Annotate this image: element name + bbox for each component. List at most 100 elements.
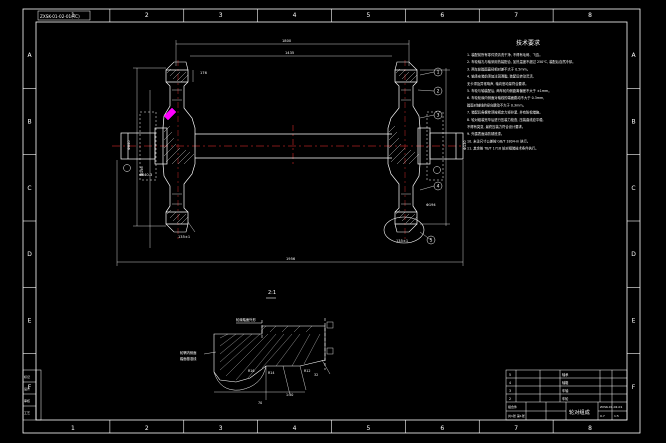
zone-column-label-top: 5	[367, 12, 371, 19]
dim-gauge-text: 1435	[285, 51, 294, 55]
parts-row-name: 轴承	[562, 372, 569, 377]
balloon-circle	[433, 86, 443, 96]
dimensions	[116, 40, 464, 266]
drawing-number: ZXSK-01-02-01	[600, 405, 622, 409]
drawing-mass: 0.7	[600, 414, 605, 418]
parts-row-name: 轴箱	[562, 380, 569, 385]
dim-tread-text: Φ840-3	[139, 173, 152, 177]
note-line: 7. 装配后各螺栓须按规定力矩拧紧, 并有防松措施。	[467, 110, 543, 115]
zone-row-label-left: A	[27, 52, 32, 59]
zone-column-label-top: 8	[588, 12, 592, 19]
stamp-code: ZXSK-01-02-01(TC)	[40, 14, 80, 19]
left-dust-guard-seat	[154, 127, 168, 165]
balloon-number: 5	[430, 238, 433, 244]
balloon-circle	[433, 67, 443, 77]
title-block-frame	[505, 369, 628, 421]
dim-overall-text: 1800	[282, 39, 292, 43]
revision-row-3: 审核	[24, 398, 30, 403]
detail-label-c: 踏面基准线	[180, 356, 197, 361]
stamp-box	[37, 10, 91, 21]
zone-row-label-right: B	[631, 119, 635, 126]
main-view	[112, 60, 464, 244]
title-block: 轮对组成 ZXSK-01-02-01 1:5 0.7 组合件 共1张 第1张	[508, 404, 622, 418]
drawing-sheet: 共1张 第1张	[508, 413, 525, 418]
parts-row-name: 车轮	[562, 396, 569, 401]
zone-column-label-bottom: 7	[514, 425, 518, 432]
zone-row-label-right: C	[631, 185, 635, 192]
zone-row-label-right: F	[632, 384, 636, 391]
zone-row-label-right: E	[632, 318, 636, 325]
note-line: 1. 装配前所有零件须清洗干净, 不得有毛刺、飞边。	[467, 52, 543, 57]
note-line: 2. 车轮轴孔与轴采用热装配合, 加热温度不超过 250℃, 装配后自然冷却。	[467, 59, 575, 64]
note-line: 无卡滞及异常响声, 轴向窜动量符合要求。	[467, 81, 528, 86]
note-line: 8. 轮对组装完毕后进行压装力检查, 压装曲线应平稳,	[467, 117, 544, 122]
zone-column-label-bottom: 8	[588, 425, 592, 432]
detail-hatching	[219, 325, 321, 381]
left-marker-circle	[123, 164, 131, 172]
revision-row-1: 标记	[24, 374, 30, 379]
notes-title: 技术要求	[516, 39, 540, 47]
zone-column-label-top: 3	[219, 12, 223, 19]
parts-row-number: 4	[509, 381, 511, 385]
dim-wheel-seat-text: Φ194	[426, 203, 436, 207]
left-axle-box	[139, 111, 157, 181]
dim-hub-width-text: 176	[200, 71, 208, 75]
left-wheel-highlight	[163, 107, 177, 121]
balloon-circle	[426, 235, 436, 245]
detail-view: 2:1	[203, 290, 334, 400]
detail-dim-4: R12	[304, 369, 311, 373]
balloon-circle	[433, 181, 443, 191]
note-line: 3. 两车轮踏面直径相对差不大于 0.5mm。	[467, 66, 530, 71]
balloon-number: 1	[437, 70, 440, 76]
zone-row-label-right: D	[631, 251, 636, 258]
zone-row-label-left: E	[28, 318, 32, 325]
right-dust-guard-seat	[417, 127, 431, 165]
detail-label-a: 轮缘踏面外形	[236, 317, 256, 322]
parts-row-number: 5	[509, 373, 511, 377]
zone-row-label-left: D	[27, 251, 32, 258]
zone-column-label-top: 6	[440, 12, 444, 19]
detail-dim-3: 1:20	[286, 393, 293, 397]
revision-row-2: 设计	[24, 386, 30, 391]
balloon-number: 2	[437, 89, 440, 95]
dimension-texts: 1800 1435 1956 Φ840 Φ198 Φ840-3 Φ194 176…	[127, 39, 467, 261]
right-wheel	[383, 61, 425, 244]
drawing-title: 轮对组成	[569, 408, 590, 416]
zone-column-label-top: 1	[71, 12, 75, 19]
balloon-number: 3	[437, 113, 440, 119]
revision-texts: 标记 设计 审核 工艺	[24, 374, 30, 415]
balloon-circle	[433, 110, 443, 120]
zone-column-label-bottom: 1	[71, 425, 75, 432]
zone-column-label-top: 2	[145, 12, 149, 19]
note-line: 6. 车轮轮缘内侧面对轴线的端面跳动不大于 0.3mm,	[467, 95, 544, 100]
technical-notes: 1. 装配前所有零件须清洗干净, 不得有毛刺、飞边。 2. 车轮轴孔与轴采用热装配…	[467, 52, 575, 151]
detail-dim-5: 32	[314, 373, 318, 377]
detail-label-b: 轮辋内侧面	[180, 350, 197, 355]
zone-row-label-left: C	[27, 185, 31, 192]
note-line: 5. 车轮与轴装配后, 两车轮内侧距离偏差不大于 ±1mm。	[467, 88, 552, 93]
zone-column-label-bottom: 4	[293, 425, 297, 432]
zone-column-label-top: 4	[293, 12, 297, 19]
balloon-number: 4	[437, 184, 440, 190]
detail-dim-1: R16	[248, 369, 255, 373]
balloons: 1 2 3 4 5	[426, 67, 443, 245]
detail-circle	[383, 216, 425, 244]
detail-dim-6: 70	[258, 401, 262, 405]
note-line: 11. 其余按 TB/T 1718 轮对组装技术条件执行。	[467, 146, 538, 151]
zone-column-label-bottom: 3	[219, 425, 223, 432]
note-line: 踏面对轴线的径向跳动不大于 0.3mm。	[467, 102, 526, 107]
dim-left-rim-text: 135±1	[178, 235, 190, 239]
drawing-scale: 1:5	[614, 414, 619, 418]
note-line: 不得有突变, 最终压装力符合设计要求。	[467, 124, 525, 129]
zone-row-label-left: F	[28, 384, 32, 391]
zone-row-label-left: B	[27, 119, 31, 126]
zone-column-label-bottom: 2	[145, 425, 149, 432]
zone-column-label-top: 7	[514, 12, 518, 19]
parts-row-number: 2	[509, 397, 511, 401]
dim-right-rim-text: 135±1	[396, 239, 408, 243]
revision-row-4: 工艺	[24, 410, 30, 415]
